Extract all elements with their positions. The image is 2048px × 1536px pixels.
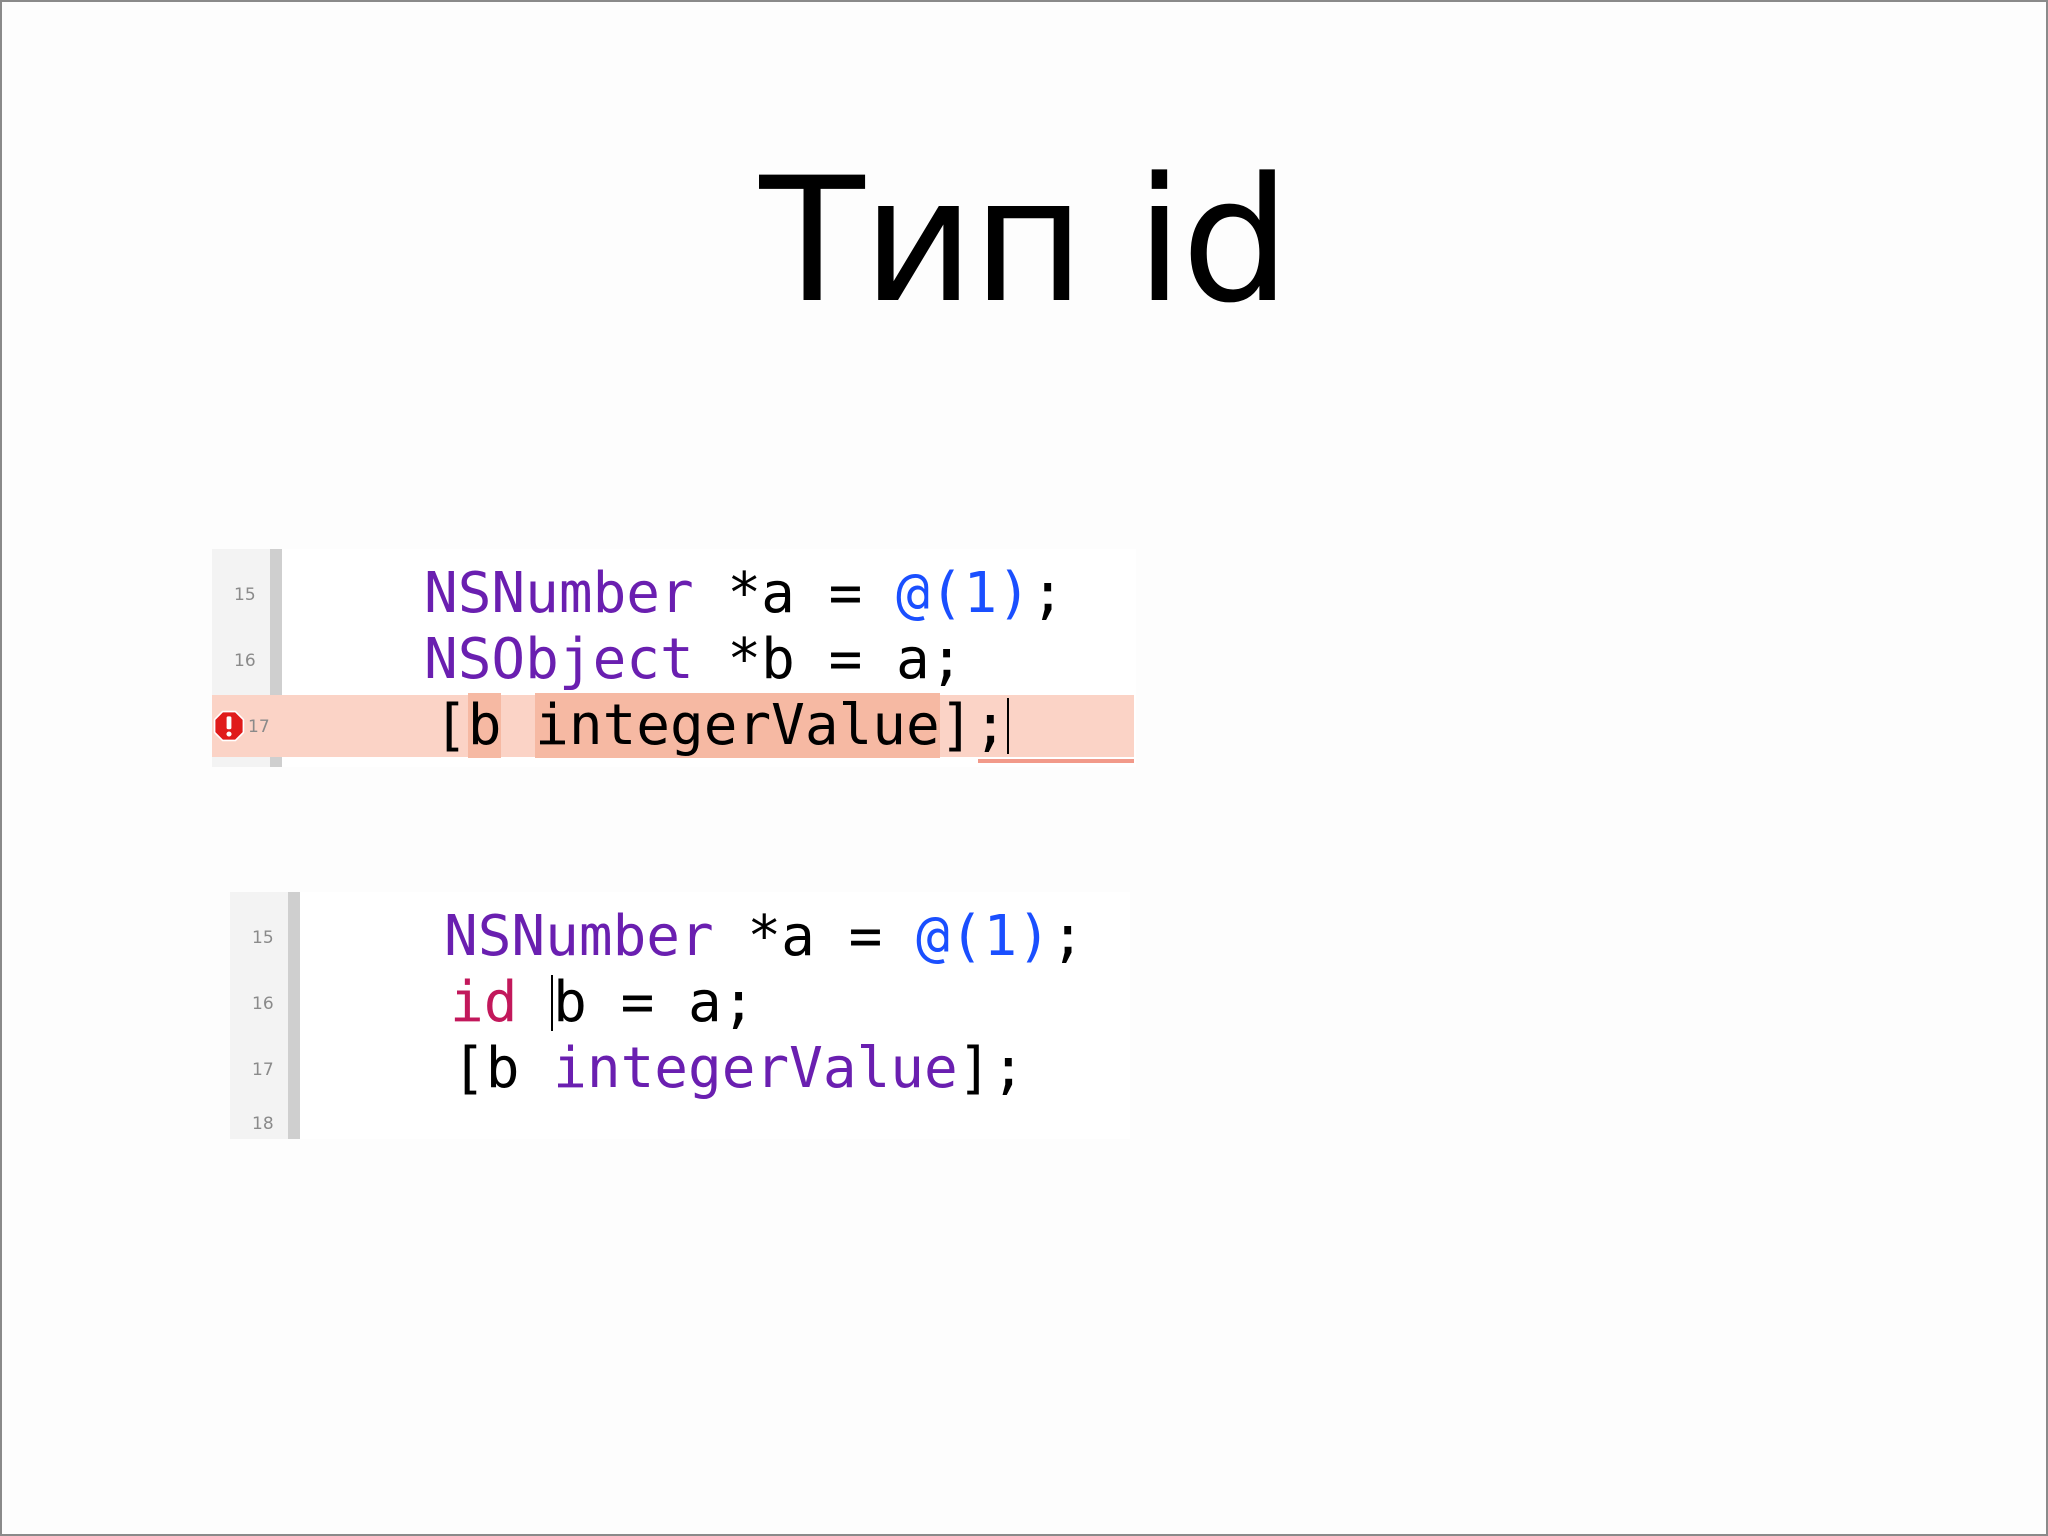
code-line-16: id b = a; (450, 970, 755, 1036)
line-number: 17 (252, 1060, 274, 1080)
line-number: 17 (248, 717, 270, 737)
type-name: NSObject (424, 627, 694, 692)
line-number: 15 (252, 928, 274, 948)
code-text: ]; (957, 1036, 1026, 1101)
code-snippet-ok: 15 16 17 18 NSNumber *a = @(1); id b = a… (230, 892, 1130, 1139)
code-line-17: [b integerValue]; (434, 693, 1010, 759)
receiver: b (467, 693, 502, 758)
code-snippet-error: 15 16 17 NSNumber *a = @(1); NSObject *b… (212, 549, 1136, 767)
code-text: *a = (713, 904, 917, 969)
error-underline (978, 759, 1134, 763)
code-text: *a = (693, 561, 897, 626)
code-text: *b = a; (693, 627, 964, 692)
line-number: 18 (252, 1114, 274, 1134)
line-number: 15 (234, 585, 256, 605)
code-text: ; (1030, 561, 1065, 626)
code-text: [ (452, 1036, 486, 1101)
number-literal: @(1) (896, 561, 1031, 626)
type-name: NSNumber (424, 561, 694, 626)
error-octagon-icon[interactable] (213, 710, 245, 742)
code-line-17: [b integerValue]; (452, 1036, 1025, 1102)
code-line-16: NSObject *b = a; (424, 627, 963, 693)
code-line-15: NSNumber *a = @(1); (444, 904, 1085, 970)
type-name: NSNumber (444, 904, 714, 969)
keyword: id (450, 970, 518, 1035)
method-name: integerValue (553, 1036, 958, 1101)
text-cursor (1007, 698, 1010, 754)
number-literal: @(1) (916, 904, 1051, 969)
code-text: [ (434, 693, 468, 758)
slide-title: Тип id (759, 140, 1291, 341)
code-text: b = a; (553, 970, 756, 1035)
gutter-divider (288, 892, 300, 1139)
line-gutter (230, 892, 288, 1139)
line-number: 16 (252, 994, 274, 1014)
receiver: b (485, 1036, 520, 1101)
code-text: ]; (939, 693, 1008, 758)
text-cursor (551, 975, 554, 1031)
line-number: 16 (234, 651, 256, 671)
code-line-15: NSNumber *a = @(1); (424, 561, 1065, 627)
method-name: integerValue (535, 693, 940, 758)
code-text: ; (1050, 904, 1085, 969)
